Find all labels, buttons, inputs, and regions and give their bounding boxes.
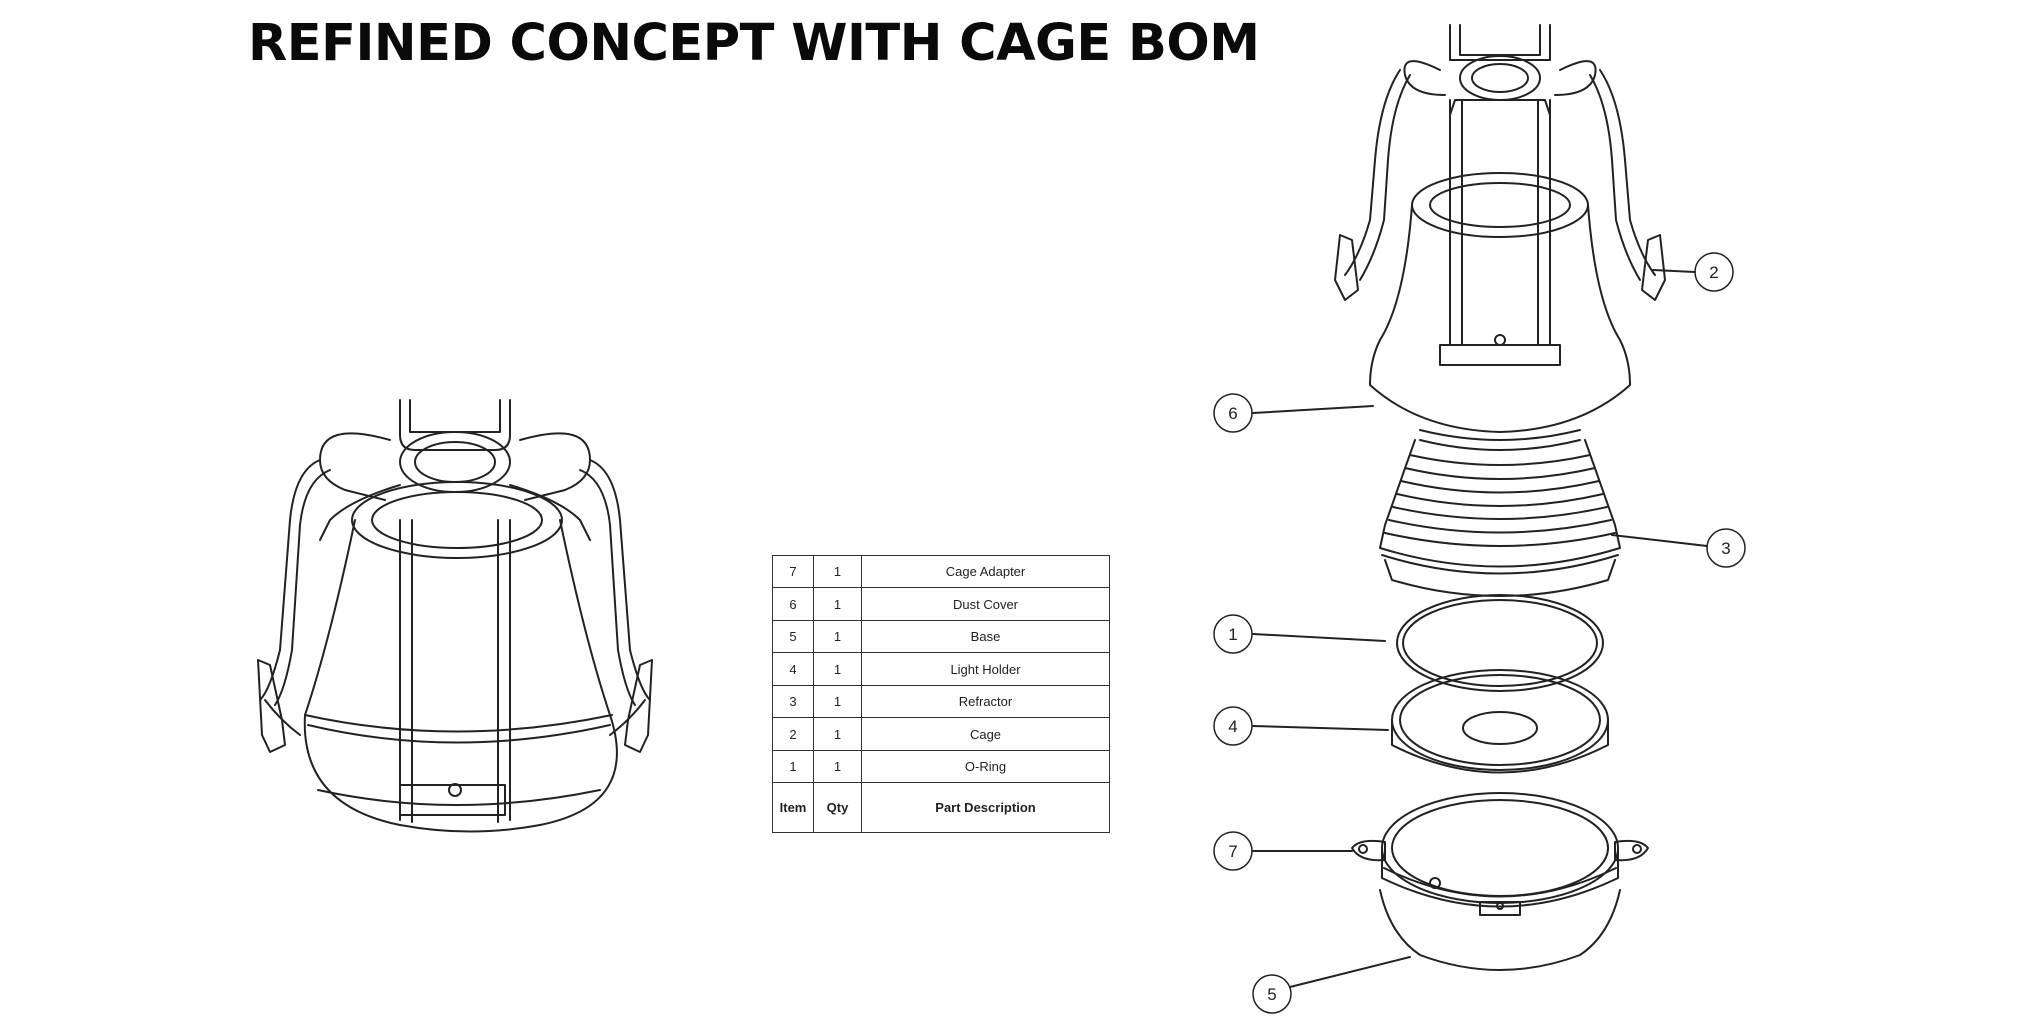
bom-item: 2 [772, 717, 814, 751]
dust-cover-part [1369, 172, 1631, 441]
callout-3: 3 [1706, 528, 1746, 568]
bom-row: 5 1 Base [772, 619, 1110, 654]
bom-qty: 1 [813, 652, 862, 686]
bom-table: 7 1 Cage Adapter 6 1 Dust Cover 5 1 Base… [772, 554, 1110, 833]
bom-item: 6 [772, 587, 814, 621]
bom-description: Dust Cover [861, 587, 1110, 621]
callout-5: 5 [1252, 974, 1292, 1014]
bom-qty: 1 [813, 717, 862, 751]
bom-row: 6 1 Dust Cover [772, 587, 1110, 621]
leader-1 [1252, 633, 1386, 642]
leader-2 [1652, 269, 1696, 273]
bom-item: 3 [772, 684, 814, 719]
bom-row: 4 1 Light Holder [772, 652, 1110, 686]
callout-2: 2 [1694, 252, 1734, 292]
bom-description: Cage Adapter [861, 554, 1110, 589]
bom-header-row: Item Qty Part Description [772, 782, 1110, 833]
bom-row: 1 1 O-Ring [772, 749, 1110, 784]
leader-5 [1289, 956, 1411, 988]
svg-text:1: 1 [1228, 625, 1237, 644]
bom-row: 3 1 Refractor [772, 684, 1110, 719]
svg-text:7: 7 [1228, 842, 1237, 861]
slide-title: REFINED CONCEPT WITH CAGE BOM [248, 14, 1260, 73]
bom-qty: 1 [813, 619, 862, 654]
o-ring-part [1396, 594, 1604, 692]
svg-text:5: 5 [1267, 985, 1276, 1004]
svg-text:4: 4 [1228, 717, 1237, 736]
svg-text:3: 3 [1721, 539, 1730, 558]
callout-4: 4 [1213, 706, 1253, 746]
base-part [1351, 792, 1649, 971]
bom-description: Refractor [861, 684, 1110, 719]
leader-3 [1611, 534, 1708, 547]
bom-description: Base [861, 619, 1110, 654]
bom-description: Cage [861, 717, 1110, 751]
bom-row: 7 1 Cage Adapter [772, 554, 1110, 589]
svg-text:6: 6 [1228, 404, 1237, 423]
bom-item: 5 [772, 619, 814, 654]
bom-qty: 1 [813, 554, 862, 589]
bom-item: 4 [772, 652, 814, 686]
refractor-part [1379, 439, 1621, 597]
bom-description: Light Holder [861, 652, 1110, 686]
callout-7: 7 [1213, 831, 1253, 871]
bom-qty: 1 [813, 684, 862, 719]
bom-header-description: Part Description [861, 782, 1110, 833]
callout-6: 6 [1213, 393, 1253, 433]
bom-description: O-Ring [861, 749, 1110, 784]
leader-4 [1252, 725, 1389, 731]
light-holder-part [1391, 669, 1609, 774]
exploded-view-drawing: 2 6 3 1 4 7 5 [1213, 24, 1746, 1014]
svg-text:2: 2 [1709, 263, 1718, 282]
bom-item: 1 [772, 749, 814, 784]
callout-1: 1 [1213, 614, 1253, 654]
cage-part [1334, 24, 1666, 366]
bom-header-qty: Qty [813, 782, 862, 833]
assembled-lamp-drawing [257, 399, 653, 833]
leader-6 [1252, 405, 1374, 414]
bom-item: 7 [772, 554, 814, 589]
bom-header-item: Item [772, 782, 814, 833]
bom-qty: 1 [813, 587, 862, 621]
bom-qty: 1 [813, 749, 862, 784]
bom-row: 2 1 Cage [772, 717, 1110, 751]
